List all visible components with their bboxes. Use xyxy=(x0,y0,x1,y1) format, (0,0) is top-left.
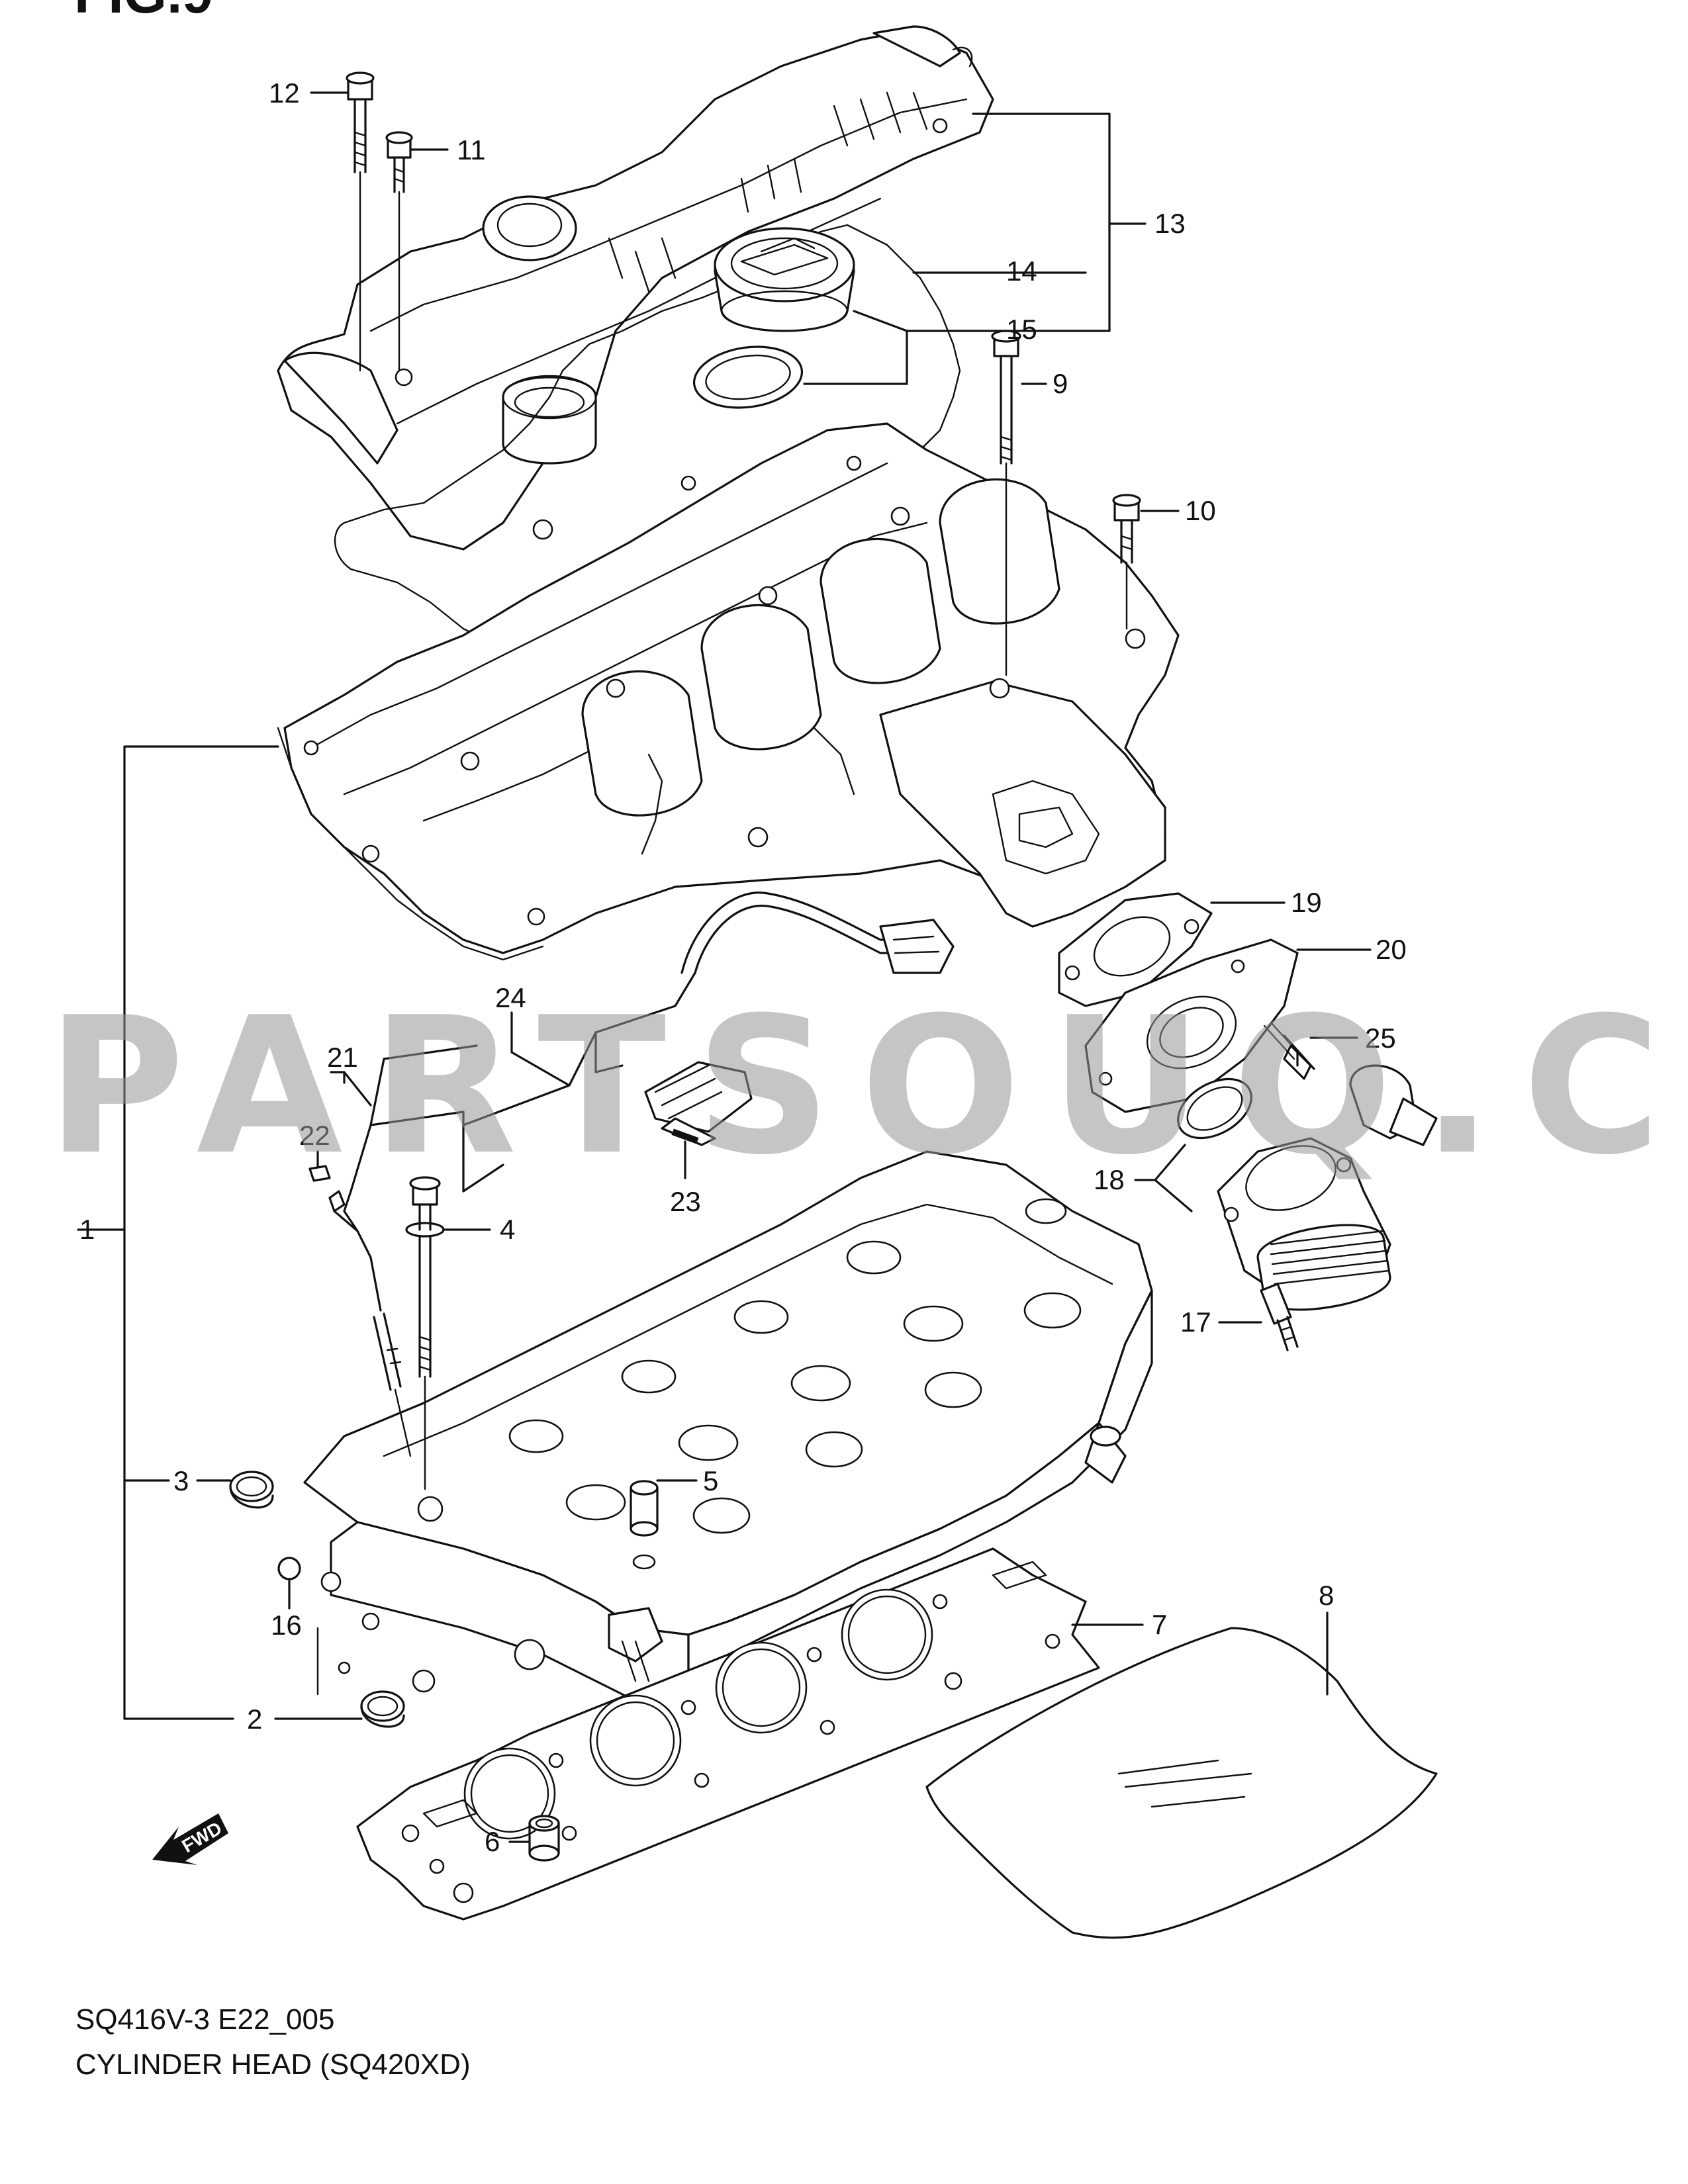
bolt-11[interactable] xyxy=(385,131,413,372)
callout-8: 8 xyxy=(1319,1580,1334,1611)
callout-18: 18 xyxy=(1094,1164,1125,1195)
figure-title: FIG.9 xyxy=(74,0,213,21)
plug-3[interactable] xyxy=(229,1471,274,1509)
bolt-9[interactable] xyxy=(991,330,1021,676)
sensor-23[interactable] xyxy=(644,1061,753,1146)
dowel-5[interactable] xyxy=(630,1480,659,1570)
callout-10: 10 xyxy=(1185,495,1216,526)
intake-manifold xyxy=(277,422,1180,961)
callout-23: 23 xyxy=(670,1186,701,1217)
diagram-code: SQ416V-3 E22_005 xyxy=(75,2003,335,2036)
throttle-body[interactable] xyxy=(1168,1064,1438,1311)
bolt-12[interactable] xyxy=(346,71,375,372)
throttle-adapter[interactable] xyxy=(1084,938,1299,1113)
wiring-harness[interactable] xyxy=(343,891,955,1232)
callout-5: 5 xyxy=(703,1465,718,1496)
diagram-name: CYLINDER HEAD (SQ420XD) xyxy=(75,2048,471,2081)
callout-25: 25 xyxy=(1365,1023,1396,1054)
callout-numbers: 12 11 13 14 15 9 10 1 3 2 4 5 6 7 8 16 1… xyxy=(79,77,1407,1857)
callout-7: 7 xyxy=(1152,1609,1167,1640)
callout-19: 19 xyxy=(1291,887,1322,918)
glow-plug[interactable] xyxy=(328,1190,412,1457)
plug-2[interactable] xyxy=(360,1690,405,1728)
callout-11: 11 xyxy=(457,134,486,165)
oil-filler-cap[interactable] xyxy=(714,227,855,332)
callout-17: 17 xyxy=(1180,1306,1211,1338)
throttle-gasket[interactable] xyxy=(1058,892,1213,1007)
bolt-17[interactable] xyxy=(1260,1283,1299,1351)
callout-6: 6 xyxy=(485,1826,500,1857)
leader-lines xyxy=(77,91,1372,1843)
callout-2: 2 xyxy=(247,1704,262,1735)
callout-4: 4 xyxy=(500,1214,515,1245)
glow-plug-nut-22[interactable] xyxy=(308,1165,331,1182)
callout-20: 20 xyxy=(1376,934,1407,965)
callout-12: 12 xyxy=(269,77,300,109)
callout-13: 13 xyxy=(1154,208,1186,239)
callout-14: 14 xyxy=(1006,255,1037,287)
watermark-text: PARTSOUQ.COM xyxy=(46,977,1688,1197)
ball-16[interactable] xyxy=(277,1557,301,1580)
callout-21: 21 xyxy=(327,1042,358,1073)
callout-24: 24 xyxy=(495,982,526,1013)
callout-9: 9 xyxy=(1053,368,1068,399)
cylinder-head[interactable] xyxy=(303,1150,1153,1709)
bolt-10[interactable] xyxy=(1112,494,1141,630)
forward-arrow: FWD xyxy=(152,1813,228,1865)
filler-cap-o-ring[interactable] xyxy=(690,340,806,414)
plug-6[interactable] xyxy=(528,1815,560,1862)
head-bolt-4[interactable] xyxy=(405,1176,445,1490)
callout-1: 1 xyxy=(79,1214,95,1245)
cylinder-head-cover[interactable] xyxy=(277,25,994,551)
callout-22: 22 xyxy=(299,1120,330,1151)
callout-16: 16 xyxy=(271,1610,302,1641)
callout-15: 15 xyxy=(1006,314,1037,345)
gasket-set-bag[interactable] xyxy=(925,1627,1438,1939)
callout-3: 3 xyxy=(173,1465,189,1496)
bolt-25[interactable] xyxy=(1263,1021,1315,1080)
